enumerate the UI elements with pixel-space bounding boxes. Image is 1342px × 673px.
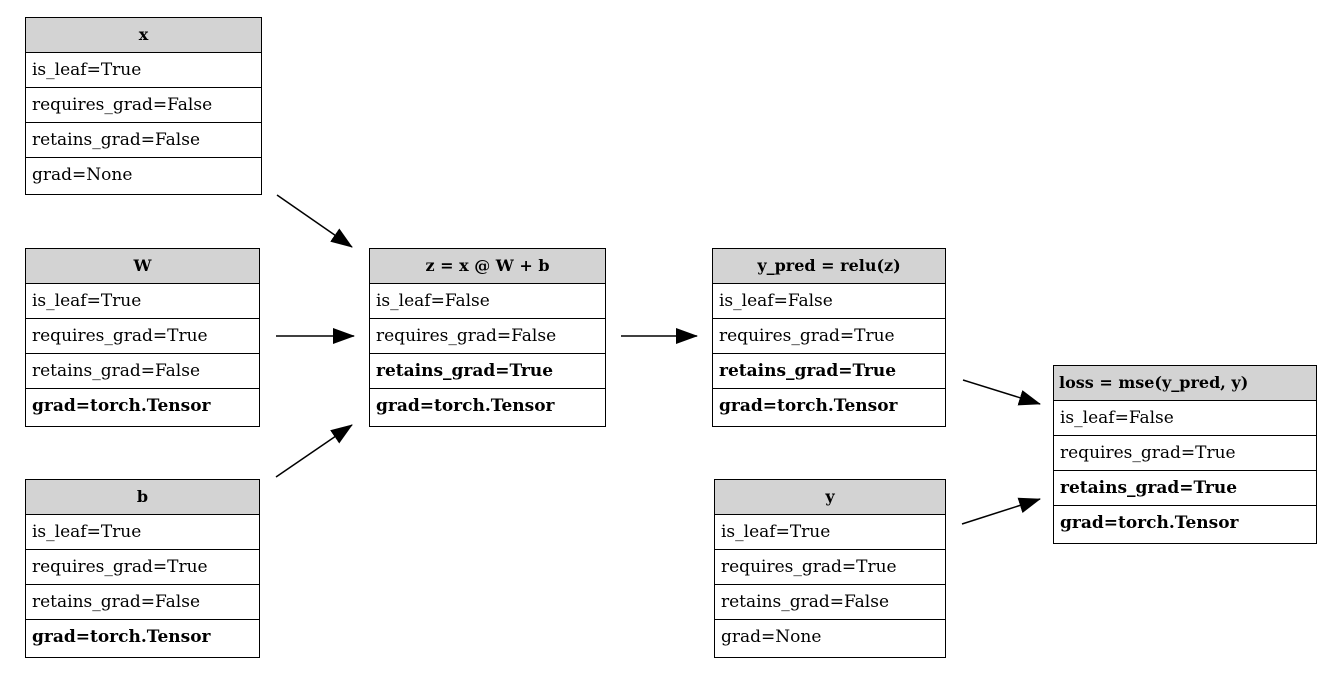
node-y-is-leaf: is_leaf=True	[715, 515, 945, 550]
node-b-title: b	[26, 480, 259, 515]
edge-y_pred-to-loss	[962, 379, 1041, 406]
node-z-requires-grad: requires_grad=False	[370, 319, 605, 354]
node-x-title: x	[26, 18, 261, 53]
node-y-pred-is-leaf: is_leaf=False	[713, 284, 945, 319]
node-y-pred-title: y_pred = relu(z)	[713, 249, 945, 284]
node-x: x is_leaf=True requires_grad=False retai…	[25, 17, 262, 195]
node-y-requires-grad: requires_grad=True	[715, 550, 945, 585]
node-y-pred: y_pred = relu(z) is_leaf=False requires_…	[712, 248, 946, 427]
edge-x-to-z	[276, 194, 353, 248]
node-W-title: W	[26, 249, 259, 284]
node-loss-title: loss = mse(y_pred, y)	[1054, 366, 1316, 401]
node-y-title: y	[715, 480, 945, 515]
node-loss-is-leaf: is_leaf=False	[1054, 401, 1316, 436]
node-x-retains-grad: retains_grad=False	[26, 123, 261, 158]
node-x-grad: grad=None	[32, 165, 133, 185]
node-z-retains-grad: retains_grad=True	[370, 354, 605, 389]
node-y-pred-grad: grad=torch.Tensor	[719, 396, 898, 416]
node-z: z = x @ W + b is_leaf=False requires_gra…	[369, 248, 606, 427]
node-b-is-leaf: is_leaf=True	[26, 515, 259, 550]
node-b-retains-grad: retains_grad=False	[26, 585, 259, 620]
node-W-requires-grad: requires_grad=True	[26, 319, 259, 354]
edge-b-to-z	[275, 424, 353, 478]
edge-y-to-loss	[961, 497, 1041, 525]
node-y-pred-retains-grad: retains_grad=True	[713, 354, 945, 389]
node-W-retains-grad: retains_grad=False	[26, 354, 259, 389]
node-W: W is_leaf=True requires_grad=True retain…	[25, 248, 260, 427]
node-loss: loss = mse(y_pred, y) is_leaf=False requ…	[1053, 365, 1317, 544]
node-y-grad: grad=None	[721, 627, 822, 647]
node-loss-grad: grad=torch.Tensor	[1060, 513, 1239, 533]
node-z-grad: grad=torch.Tensor	[376, 396, 555, 416]
node-y-retains-grad: retains_grad=False	[715, 585, 945, 620]
node-loss-requires-grad: requires_grad=True	[1054, 436, 1316, 471]
node-z-title: z = x @ W + b	[370, 249, 605, 284]
node-y: y is_leaf=True requires_grad=True retain…	[714, 479, 946, 658]
node-b-grad: grad=torch.Tensor	[32, 627, 211, 647]
node-x-requires-grad: requires_grad=False	[26, 88, 261, 123]
node-loss-retains-grad: retains_grad=True	[1054, 471, 1316, 506]
node-x-is-leaf: is_leaf=True	[26, 53, 261, 88]
node-b: b is_leaf=True requires_grad=True retain…	[25, 479, 260, 658]
node-y-pred-requires-grad: requires_grad=True	[713, 319, 945, 354]
node-W-grad: grad=torch.Tensor	[32, 396, 211, 416]
node-W-is-leaf: is_leaf=True	[26, 284, 259, 319]
node-z-is-leaf: is_leaf=False	[370, 284, 605, 319]
node-b-requires-grad: requires_grad=True	[26, 550, 259, 585]
